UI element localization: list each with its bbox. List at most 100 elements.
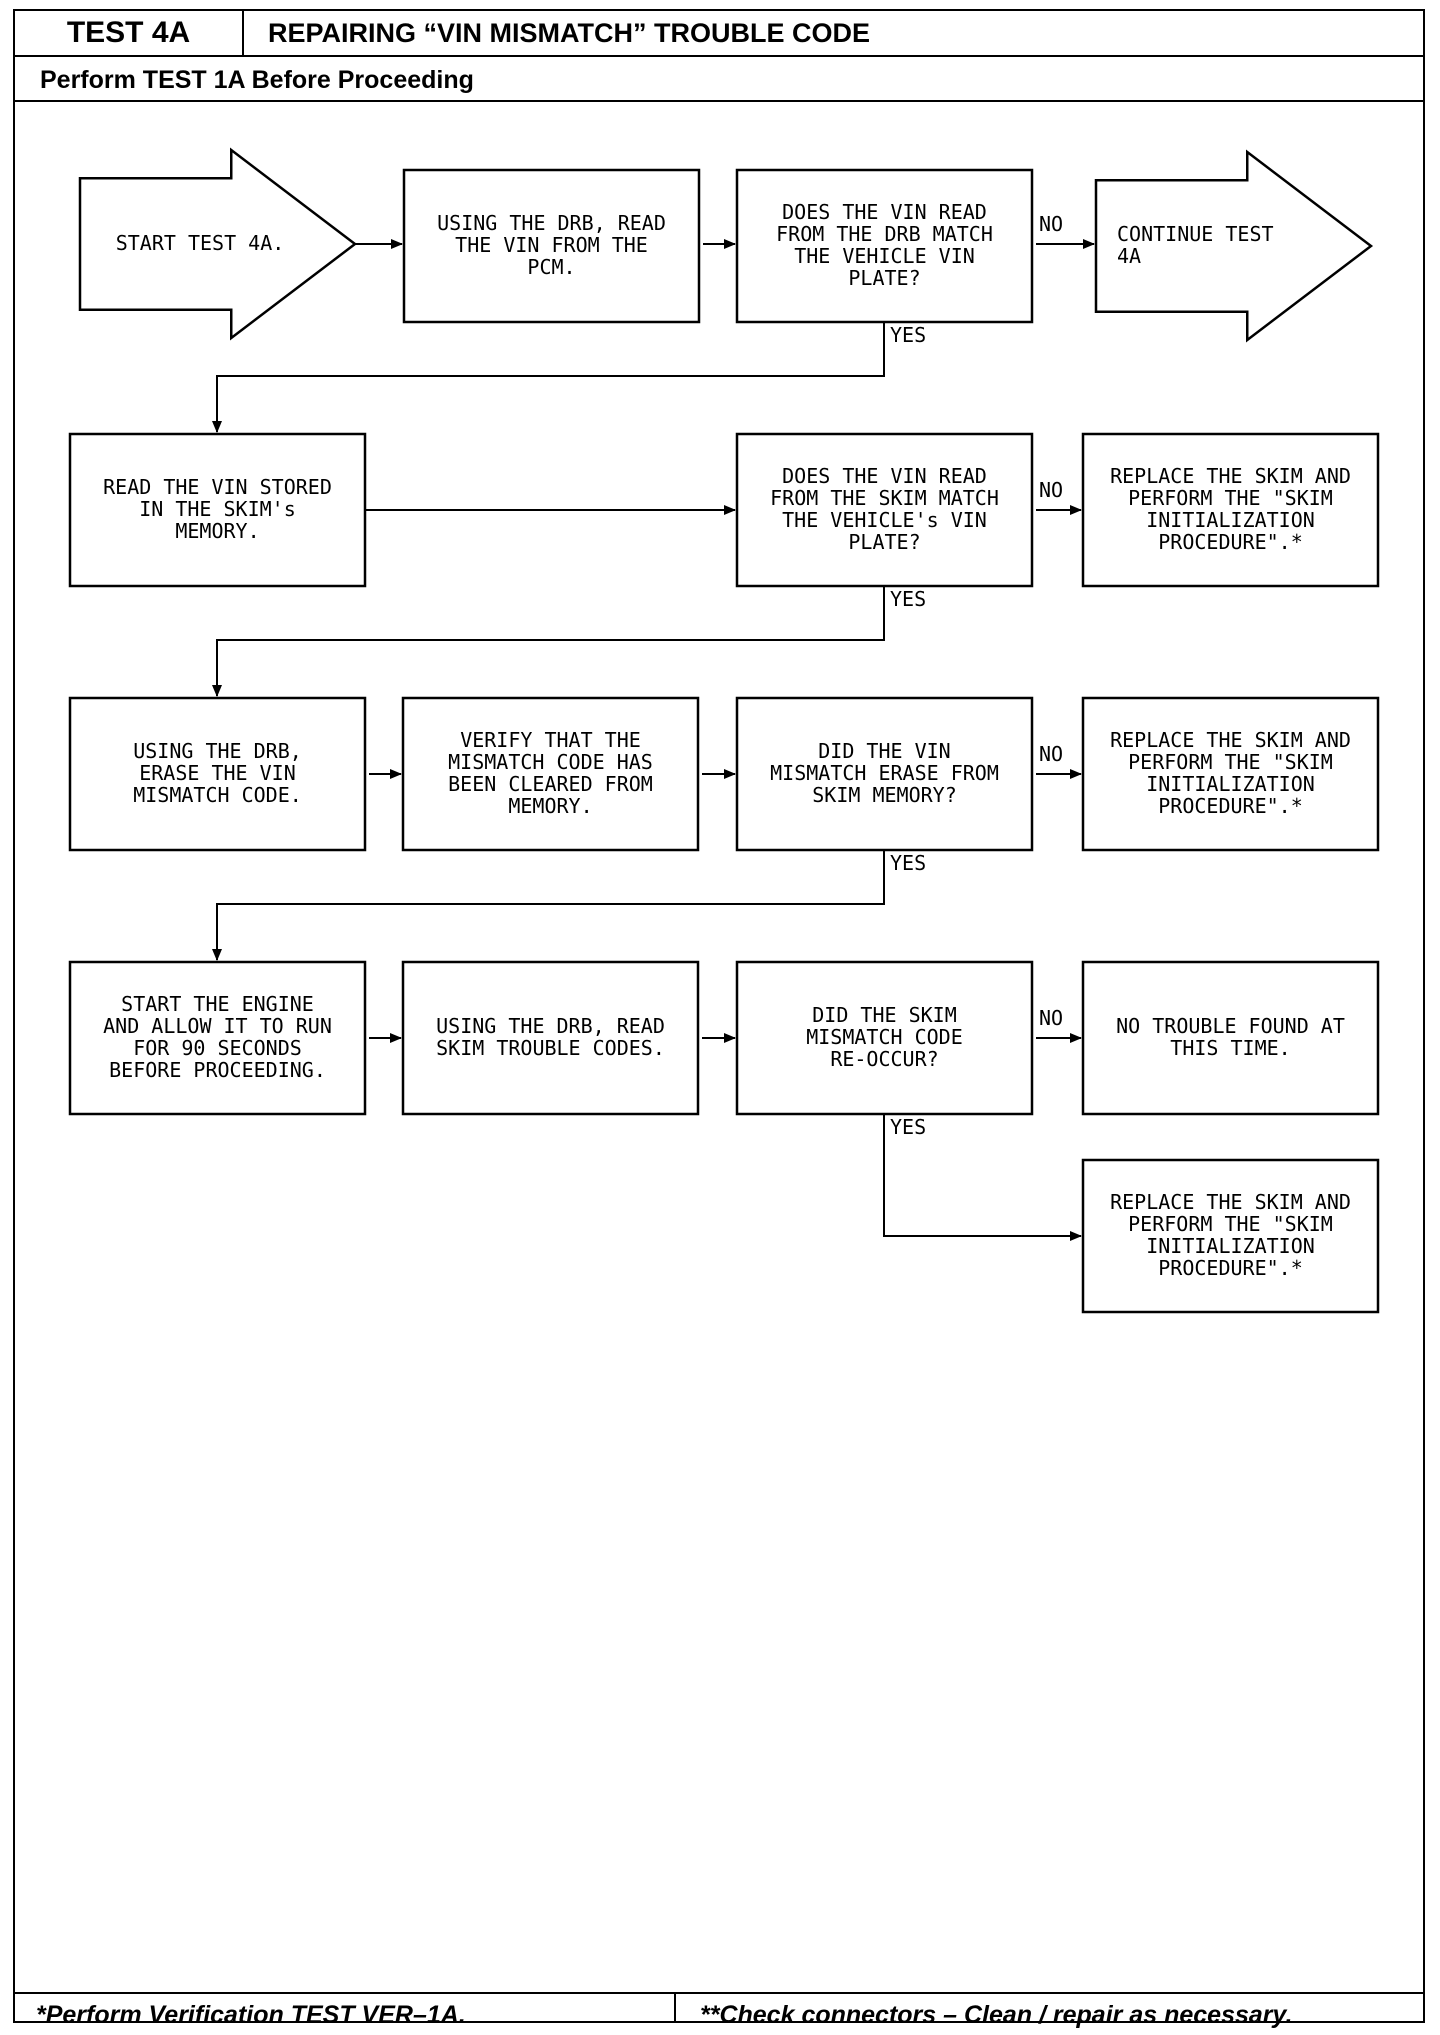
node-no-trouble-line-1: THIS TIME. — [1170, 1036, 1290, 1060]
node-erase-code-line-0: USING THE DRB, — [133, 739, 302, 763]
node-q-reoccur-line-0: DID THE SKIM — [812, 1003, 957, 1027]
edge-label-q-drb-match-to-read-skim-vin: YES — [890, 323, 926, 347]
node-start: START TEST 4A. — [78, 147, 358, 341]
node-continue-shape — [1094, 149, 1374, 343]
node-q-drb-match-box — [735, 168, 1034, 324]
node-q-drb-match-line-0: DOES THE VIN READ — [782, 200, 987, 224]
node-erase-code-line-2: MISMATCH CODE. — [133, 783, 302, 807]
node-replace-1-line-2: INITIALIZATION — [1146, 508, 1315, 532]
node-replace-2-line-3: PROCEDURE".* — [1158, 794, 1303, 818]
node-continue-line-0: CONTINUE TEST — [1117, 222, 1274, 246]
node-q-skim-match-line-0: DOES THE VIN READ — [782, 464, 987, 488]
node-replace-2-line-0: REPLACE THE SKIM AND — [1110, 728, 1351, 752]
node-replace-3-line-2: INITIALIZATION — [1146, 1234, 1315, 1258]
node-read-codes-box — [401, 960, 700, 1116]
edge-label-q-skim-match-to-replace-1: NO — [1039, 478, 1063, 502]
node-q-erase-line-2: SKIM MEMORY? — [812, 783, 957, 807]
node-no-trouble-line-0: NO TROUBLE FOUND AT — [1116, 1014, 1345, 1038]
node-verify-cleared-line-1: MISMATCH CODE HAS — [448, 750, 653, 774]
node-q-erase-line-0: DID THE VIN — [818, 739, 950, 763]
node-read-vin-pcm-line-2: PCM. — [527, 255, 575, 279]
node-verify-cleared-box — [401, 696, 700, 852]
node-q-reoccur-box — [735, 960, 1034, 1116]
test-id: TEST 4A — [66, 16, 191, 49]
node-q-drb-match-line-2: THE VEHICLE VIN — [794, 244, 975, 268]
node-replace-3-line-1: PERFORM THE "SKIM — [1128, 1212, 1333, 1236]
node-replace-3-line-0: REPLACE THE SKIM AND — [1110, 1190, 1351, 1214]
node-start-engine-line-2: FOR 90 SECONDS — [133, 1036, 302, 1060]
page-frame — [13, 9, 1425, 2023]
node-start-engine-line-3: BEFORE PROCEEDING. — [109, 1058, 326, 1082]
footer-note-verification: *Perform Verification TEST VER–1A. — [36, 2001, 466, 2029]
edge-q-reoccur-to-replace-3 — [883, 1114, 1082, 1241]
node-start-engine-line-0: START THE ENGINE — [121, 992, 314, 1016]
edge-label-q-reoccur-to-replace-3: YES — [890, 1115, 926, 1139]
node-q-skim-match-box — [735, 432, 1034, 588]
node-start-engine-line-1: AND ALLOW IT TO RUN — [103, 1014, 332, 1038]
node-q-reoccur-line-1: MISMATCH CODE — [806, 1025, 963, 1049]
node-verify-cleared-line-3: MEMORY. — [508, 794, 592, 818]
node-erase-code-box — [68, 696, 367, 852]
edge-label-q-skim-match-to-erase-code: YES — [890, 587, 926, 611]
node-read-skim-vin-line-2: MEMORY. — [175, 519, 259, 543]
node-read-codes-line-0: USING THE DRB, READ — [436, 1014, 665, 1038]
node-start-line-0: START TEST 4A. — [116, 231, 285, 255]
node-replace-1-box — [1081, 432, 1380, 588]
node-start-shape — [78, 147, 358, 341]
prerequisite-note: Perform TEST 1A Before Proceeding — [40, 66, 474, 94]
node-q-skim-match-line-3: PLATE? — [848, 530, 920, 554]
node-read-vin-pcm-line-0: USING THE DRB, READ — [437, 211, 666, 235]
node-q-drb-match-line-1: FROM THE DRB MATCH — [776, 222, 993, 246]
node-replace-3-box — [1081, 1158, 1380, 1314]
node-replace-1-line-0: REPLACE THE SKIM AND — [1110, 464, 1351, 488]
node-continue-line-1: 4A — [1117, 244, 1141, 268]
node-erase-code-line-1: ERASE THE VIN — [139, 761, 296, 785]
node-read-skim-vin-line-0: READ THE VIN STORED — [103, 475, 332, 499]
node-no-trouble-box — [1081, 960, 1380, 1116]
node-read-vin-pcm-box — [402, 168, 701, 324]
node-replace-3-line-3: PROCEDURE".* — [1158, 1256, 1303, 1280]
edge-q-skim-match-to-erase-code — [212, 586, 885, 697]
node-verify-cleared-line-2: BEEN CLEARED FROM — [448, 772, 653, 796]
edge-label-q-reoccur-to-no-trouble: NO — [1039, 1006, 1063, 1030]
node-q-erase-box — [735, 696, 1034, 852]
node-q-skim-match-line-1: FROM THE SKIM MATCH — [770, 486, 999, 510]
edge-label-q-drb-match-to-continue: NO — [1039, 212, 1063, 236]
edge-q-drb-match-to-read-skim-vin — [212, 322, 885, 433]
node-replace-1-line-1: PERFORM THE "SKIM — [1128, 486, 1333, 510]
node-q-skim-match-line-2: THE VEHICLE's VIN — [782, 508, 987, 532]
node-replace-1-line-3: PROCEDURE".* — [1158, 530, 1303, 554]
node-replace-2-line-1: PERFORM THE "SKIM — [1128, 750, 1333, 774]
node-verify-cleared-line-0: VERIFY THAT THE — [460, 728, 641, 752]
edge-label-q-erase-to-start-engine: YES — [890, 851, 926, 875]
node-q-erase-line-1: MISMATCH ERASE FROM — [770, 761, 999, 785]
node-start-engine-box — [68, 960, 367, 1116]
node-q-drb-match-line-3: PLATE? — [848, 266, 920, 290]
test-title: REPAIRING “VIN MISMATCH” TROUBLE CODE — [268, 18, 871, 48]
node-q-reoccur-line-2: RE-OCCUR? — [830, 1047, 938, 1071]
node-read-skim-vin-box — [68, 432, 367, 588]
node-read-codes-line-1: SKIM TROUBLE CODES. — [436, 1036, 665, 1060]
node-read-vin-pcm-line-1: THE VIN FROM THE — [455, 233, 648, 257]
footer-note-connectors: **Check connectors – Clean / repair as n… — [700, 2001, 1293, 2029]
edge-label-q-erase-to-replace-2: NO — [1039, 742, 1063, 766]
edge-q-erase-to-start-engine — [212, 850, 885, 961]
node-replace-2-box — [1081, 696, 1380, 852]
node-replace-2-line-2: INITIALIZATION — [1146, 772, 1315, 796]
